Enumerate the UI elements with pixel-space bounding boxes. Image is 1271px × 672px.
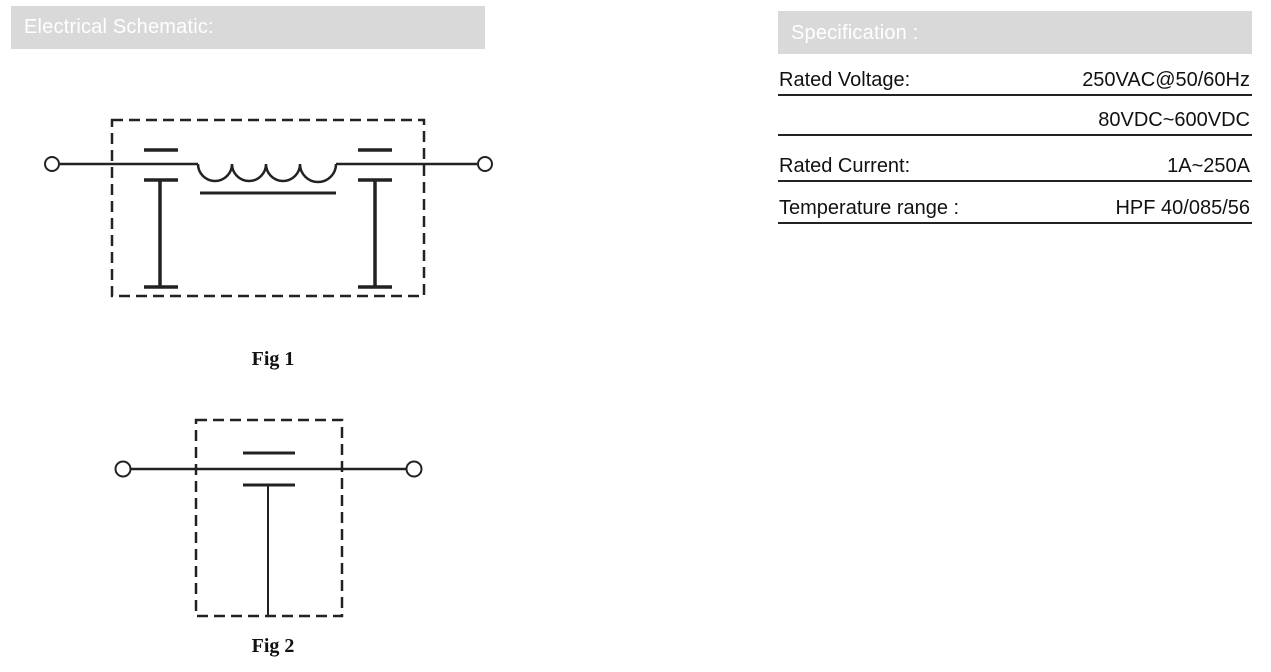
fig1-inductor-coil	[196, 163, 338, 184]
spec-row-dc-voltage: 80VDC~600VDC	[778, 98, 1252, 136]
spec-value: 1A~250A	[1167, 155, 1250, 177]
spec-label: Rated Current:	[779, 155, 911, 177]
specification-title: Specification :	[791, 22, 919, 44]
fig2-schematic	[114, 418, 423, 618]
fig2-caption: Fig 2	[251, 635, 295, 657]
fig1-schematic	[44, 118, 493, 298]
fig1-output-terminal	[477, 156, 493, 172]
schematic-drawings	[44, 118, 493, 618]
electrical-schematic-title: Electrical Schematic:	[24, 16, 214, 38]
spec-row-rated-current: Rated Current: 1A~250A	[778, 144, 1252, 182]
fig1-enclosure	[110, 118, 426, 298]
electrical-schematic-header: Electrical Schematic:	[11, 6, 485, 49]
spec-value: 250VAC@50/60Hz	[1082, 69, 1250, 91]
spec-label: Temperature range :	[779, 197, 960, 219]
specification-header: Specification :	[778, 11, 1252, 54]
spec-value: HPF 40/085/56	[1115, 197, 1250, 219]
fig1-caption: Fig 1	[251, 348, 295, 370]
spec-label: Rated Voltage:	[779, 69, 911, 91]
fig1-input-terminal	[44, 156, 60, 172]
fig2-input-terminal	[114, 460, 132, 478]
spec-row-rated-voltage: Rated Voltage: 250VAC@50/60Hz	[778, 58, 1252, 96]
spec-value: 80VDC~600VDC	[1098, 109, 1250, 131]
fig2-output-terminal	[405, 460, 423, 478]
spec-row-temperature-range: Temperature range : HPF 40/085/56	[778, 186, 1252, 224]
